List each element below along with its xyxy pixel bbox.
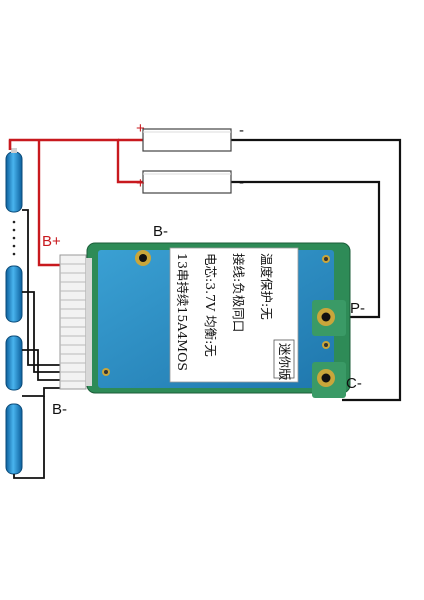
plus-label-bottom: + <box>136 175 145 192</box>
wire-red-positive <box>8 138 143 267</box>
label-line-4: 温度保护:无 <box>259 253 274 320</box>
b-minus-label-top: B- <box>153 223 168 240</box>
load-resistor-top <box>142 128 232 152</box>
mounting-hole-top <box>135 250 151 266</box>
wire-black-cells <box>13 209 60 479</box>
label-line-3: 接线:负极同口 <box>231 253 246 332</box>
b-minus-label-bottom: B- <box>52 401 67 418</box>
balance-connector <box>59 254 92 390</box>
load-resistor-bottom <box>142 170 232 194</box>
minus-label-top: - <box>239 122 244 139</box>
label-line-2: 电芯:3.7V 均衡:无 <box>203 253 218 357</box>
wire-black-load <box>231 138 402 402</box>
label-line-1: 13串持续15A4MOS <box>175 253 190 371</box>
battery-cell-1 <box>5 148 23 213</box>
p-minus-terminal <box>317 308 335 326</box>
cell-gap-dots <box>12 220 16 256</box>
p-minus-label: P- <box>350 300 365 317</box>
c-minus-label: C- <box>346 375 362 392</box>
minus-label-bottom: - <box>239 174 244 191</box>
mounting-hole-right-top <box>322 255 330 263</box>
battery-cell-3 <box>5 335 23 391</box>
label-badge: 迷你版 <box>277 343 292 381</box>
battery-cell-4 <box>5 403 23 475</box>
b-plus-label: B+ <box>42 233 61 250</box>
mounting-hole-right-mid <box>322 341 330 349</box>
board-label: 13串持续15A4MOS 迷你版 电芯:3.7V 均衡:无 接线:负极同口 温度… <box>169 247 299 383</box>
mounting-hole-left-bottom <box>102 368 110 376</box>
c-minus-terminal <box>317 369 335 387</box>
battery-cell-2 <box>5 265 23 323</box>
plus-label-top: + <box>136 120 145 137</box>
